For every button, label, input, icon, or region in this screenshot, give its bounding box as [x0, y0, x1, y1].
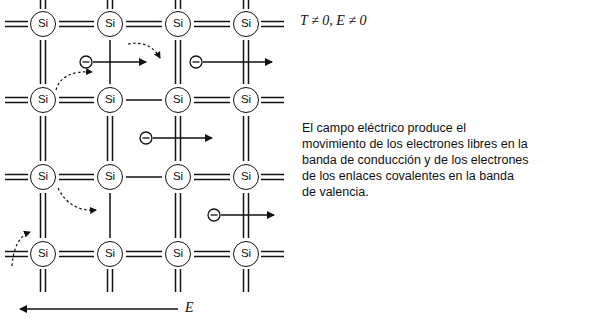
covalent-bond	[59, 98, 94, 103]
covalent-bond	[126, 100, 162, 101]
atom-symbol: Si	[173, 248, 183, 260]
silicon-atom: Si	[233, 241, 259, 267]
condition-text: T ≠ 0, E ≠ 0	[300, 13, 366, 29]
covalent-bond	[194, 22, 230, 27]
valence-electron-paths	[12, 43, 160, 266]
silicon-atom: Si	[30, 164, 56, 190]
atom-symbol: Si	[241, 248, 251, 260]
atom-symbol: Si	[105, 248, 115, 260]
atom-symbol: Si	[38, 248, 48, 260]
silicon-atom: Si	[165, 164, 191, 190]
covalent-bond	[176, 40, 181, 84]
silicon-atom: Si	[165, 87, 191, 113]
atom-symbol: Si	[38, 18, 48, 30]
atom-symbol: Si	[173, 18, 183, 30]
covalent-bond	[110, 193, 111, 238]
covalent-bond	[126, 22, 162, 27]
atom-symbol: Si	[105, 171, 115, 183]
atom-symbol: Si	[173, 94, 183, 106]
atom-symbol: Si	[38, 94, 48, 106]
covalent-bond	[244, 40, 249, 84]
covalent-bond	[244, 193, 249, 238]
atom-symbol: Si	[241, 94, 251, 106]
silicon-atom: Si	[165, 11, 191, 37]
covalent-bond	[41, 40, 46, 84]
covalent-bond	[110, 40, 111, 84]
covalent-bond	[59, 22, 94, 27]
covalent-bond	[108, 116, 113, 161]
covalent-bond	[59, 175, 94, 180]
atom-symbol: Si	[173, 171, 183, 183]
silicon-atom: Si	[30, 11, 56, 37]
silicon-atom: Si	[233, 11, 259, 37]
atom-symbol: Si	[105, 18, 115, 30]
silicon-atom: Si	[30, 87, 56, 113]
free-electrons	[80, 56, 274, 221]
explanation-note: El campo eléctrico produce el movimiento…	[302, 120, 530, 200]
silicon-atom: Si	[97, 164, 123, 190]
silicon-atom: Si	[97, 241, 123, 267]
field-arrow	[20, 308, 178, 309]
atom-symbol: Si	[105, 94, 115, 106]
dangling-bonds	[5, 0, 284, 292]
silicon-atom: Si	[97, 87, 123, 113]
atom-symbol: Si	[241, 18, 251, 30]
field-label: E	[183, 300, 196, 316]
covalent-bond	[194, 252, 230, 257]
silicon-atom: Si	[233, 164, 259, 190]
covalent-bond	[59, 252, 94, 257]
covalent-bond	[126, 252, 162, 257]
silicon-atom: Si	[97, 11, 123, 37]
covalent-bond	[176, 193, 181, 238]
silicon-atom: Si	[30, 241, 56, 267]
covalent-bond	[41, 116, 46, 161]
covalent-bond	[244, 116, 249, 161]
covalent-bond	[194, 175, 230, 180]
covalent-bond	[41, 193, 46, 238]
silicon-atom: Si	[233, 87, 259, 113]
covalent-bond	[176, 116, 181, 161]
covalent-bond	[126, 177, 162, 178]
atom-symbol: Si	[241, 171, 251, 183]
silicon-atom: Si	[165, 241, 191, 267]
atom-symbol: Si	[38, 171, 48, 183]
covalent-bond	[194, 98, 230, 103]
